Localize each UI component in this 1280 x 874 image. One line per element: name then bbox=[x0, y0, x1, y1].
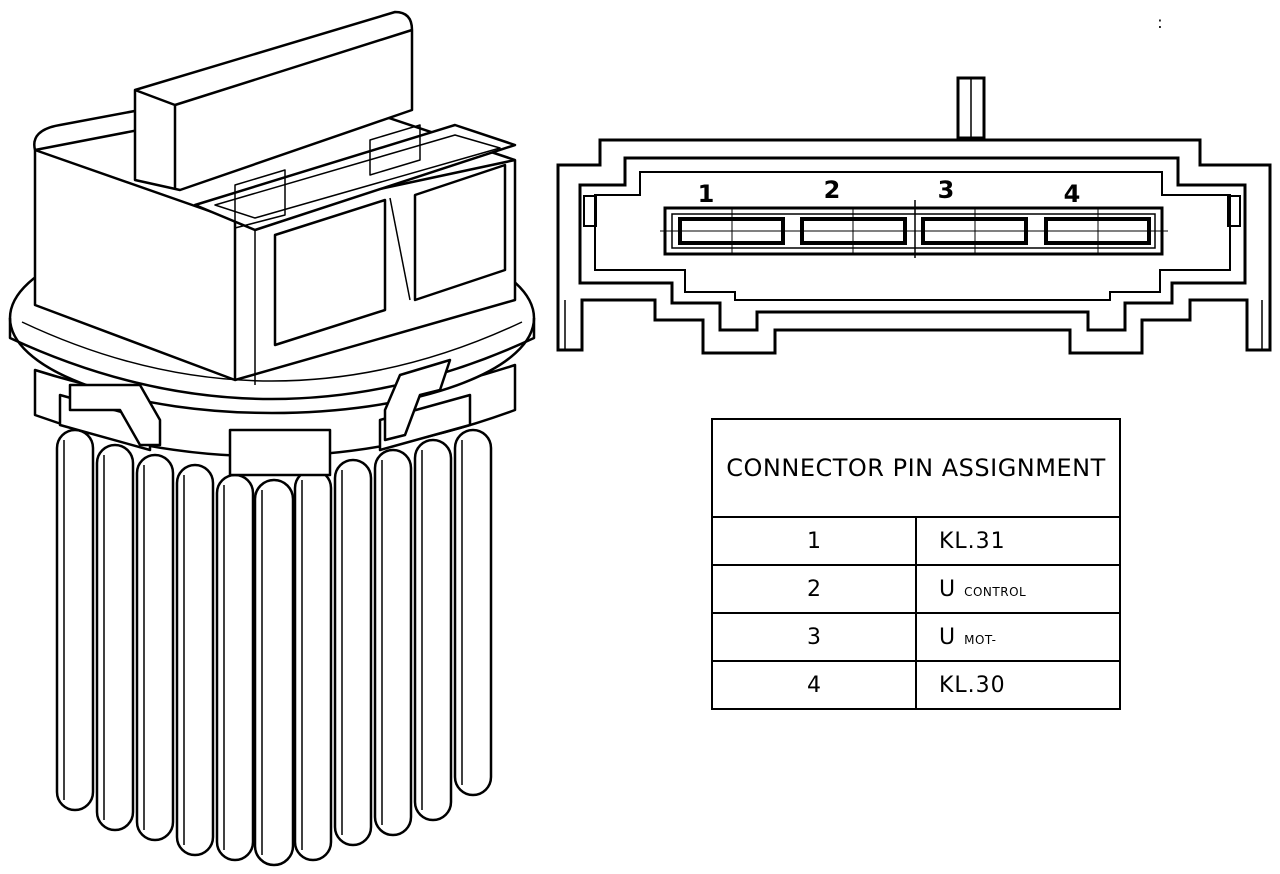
pin-number-cell: 4 bbox=[711, 660, 917, 710]
signal-subscript: CONTROL bbox=[964, 584, 1027, 599]
pin-number-cell: 1 bbox=[711, 516, 917, 566]
signal-name: KL.30 bbox=[939, 672, 1006, 698]
resistor-module-illustration bbox=[8, 10, 536, 867]
signal-cell: KL.30 bbox=[915, 660, 1121, 710]
pin-number-cell: 3 bbox=[711, 612, 917, 662]
table-header-row: CONNECTOR PIN ASSIGNMENT bbox=[711, 418, 1121, 518]
pin-number-2: 2 bbox=[824, 176, 841, 204]
signal-cell: KL.31 bbox=[915, 516, 1121, 566]
signal-name: U bbox=[939, 624, 957, 650]
table-row: 1 KL.31 bbox=[711, 516, 1121, 566]
connector-pin-labels: 1 2 3 4 bbox=[698, 176, 1081, 208]
connector-face-view bbox=[556, 76, 1272, 355]
signal-cell: U MOT- bbox=[915, 612, 1121, 662]
pin-number-1: 1 bbox=[698, 180, 715, 208]
pin-number-cell: 2 bbox=[711, 564, 917, 614]
signal-subscript: MOT- bbox=[964, 632, 997, 647]
signal-name: KL.31 bbox=[939, 528, 1006, 554]
corner-mark: : bbox=[1157, 13, 1162, 32]
pin-number-3: 3 bbox=[938, 176, 955, 204]
signal-name: U bbox=[939, 576, 957, 602]
table-row: 4 KL.30 bbox=[711, 660, 1121, 710]
resistor-rods bbox=[55, 428, 493, 867]
pin-assignment-table: CONNECTOR PIN ASSIGNMENT 1 KL.31 2 U CONT… bbox=[711, 418, 1121, 710]
table-row: 3 U MOT- bbox=[711, 612, 1121, 662]
signal-cell: U CONTROL bbox=[915, 564, 1121, 614]
table-title: CONNECTOR PIN ASSIGNMENT bbox=[711, 418, 1121, 518]
pin-number-4: 4 bbox=[1064, 180, 1081, 208]
table-row: 2 U CONTROL bbox=[711, 564, 1121, 614]
